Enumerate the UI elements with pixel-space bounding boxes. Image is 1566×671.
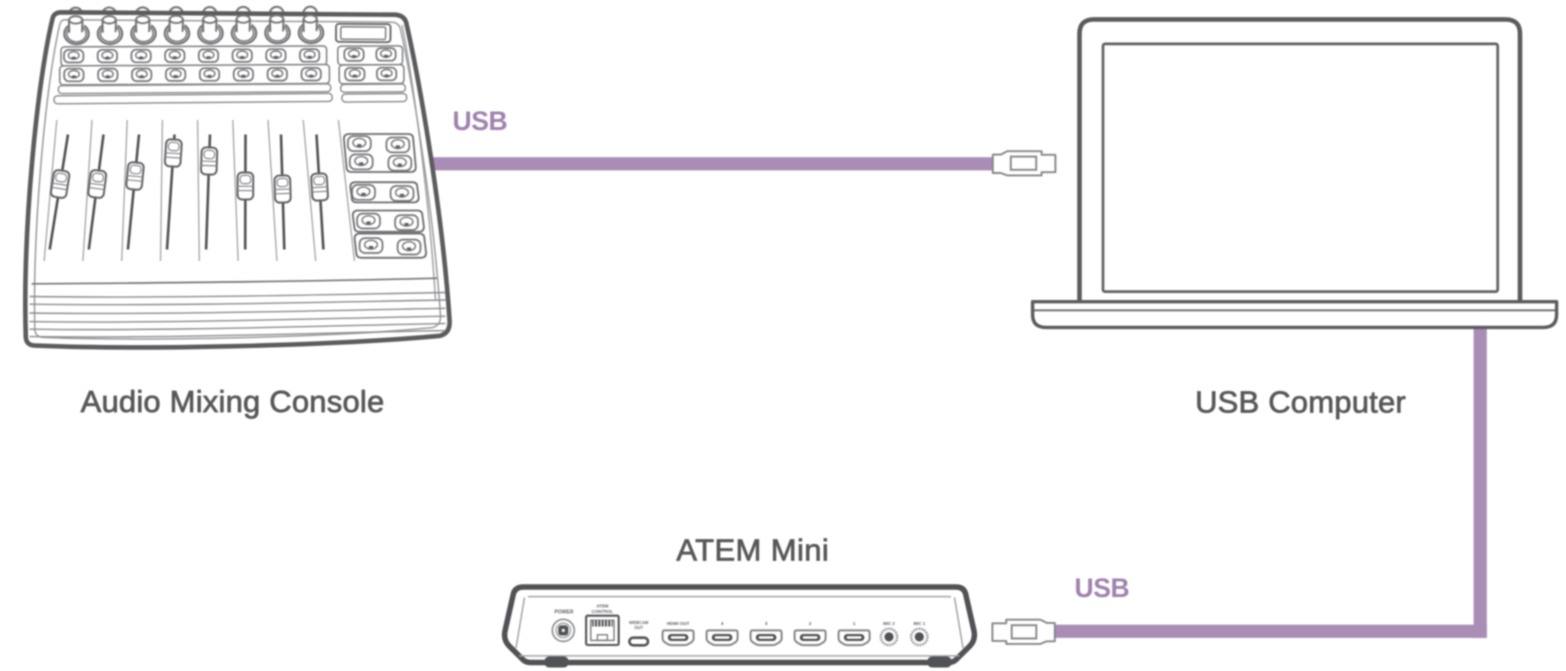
svg-text:USB: USB [453, 106, 508, 136]
svg-text:MIC 1: MIC 1 [913, 621, 925, 626]
svg-text:3: 3 [765, 621, 768, 626]
svg-text:4: 4 [721, 621, 724, 626]
svg-text:ATEM Mini: ATEM Mini [676, 533, 829, 568]
svg-text:MIC 2: MIC 2 [883, 621, 895, 626]
svg-text:1: 1 [853, 621, 856, 626]
svg-text:Audio Mixing Console: Audio Mixing Console [81, 384, 385, 419]
svg-text:USB: USB [1075, 573, 1130, 603]
svg-text:ATEM: ATEM [596, 604, 608, 609]
svg-text:OUT: OUT [634, 625, 643, 630]
svg-text:HDMI OUT: HDMI OUT [667, 621, 690, 626]
svg-text:2: 2 [809, 621, 812, 626]
svg-text:WEBCAM: WEBCAM [629, 620, 649, 625]
svg-text:USB Computer: USB Computer [1195, 385, 1406, 420]
svg-text:CONTROL: CONTROL [592, 609, 614, 614]
svg-text:POWER: POWER [555, 610, 574, 616]
